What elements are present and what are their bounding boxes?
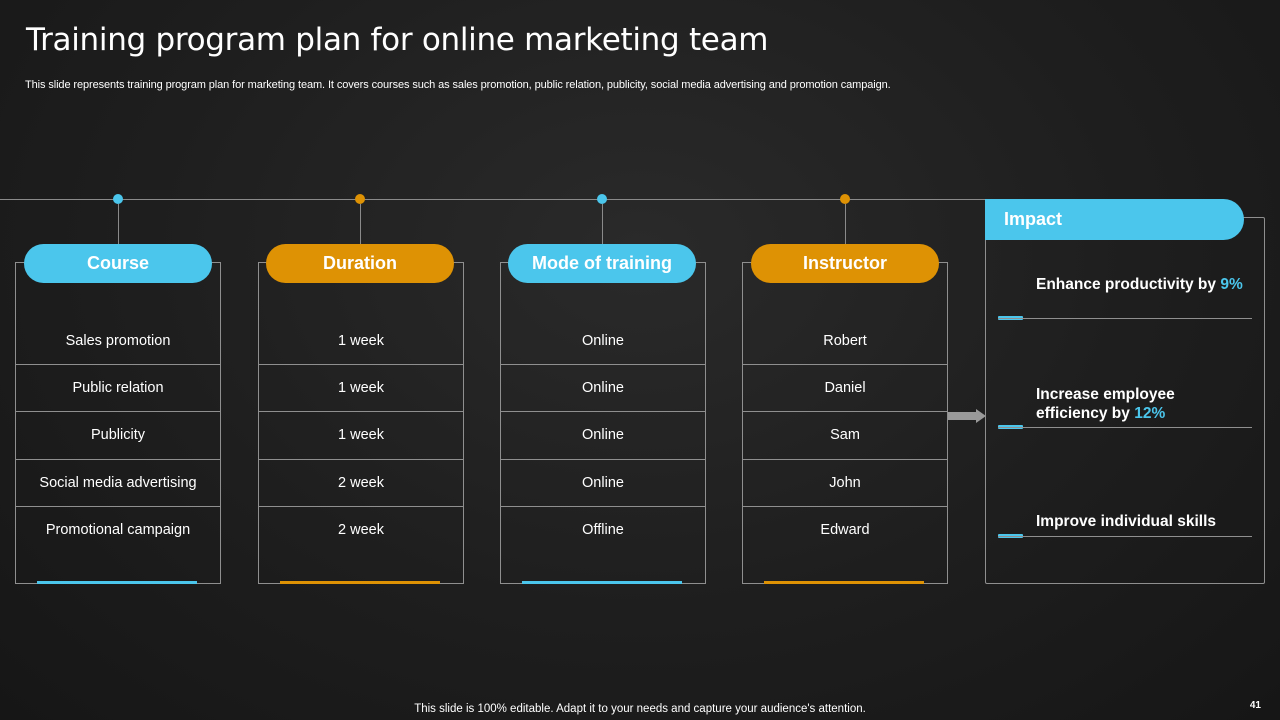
instructor-header: Instructor	[751, 244, 939, 283]
table-row: Online	[501, 460, 705, 507]
table-row: 1 week	[259, 365, 463, 413]
mode-header: Mode of training	[508, 244, 696, 283]
table-row: 1 week	[259, 412, 463, 460]
table-row: 2 week	[338, 522, 384, 539]
impact-item-highlight: 9%	[1220, 276, 1243, 293]
timeline-stem-instructor	[845, 204, 846, 244]
table-row: Promotional campaign	[45, 522, 191, 539]
timeline-dot-instructor	[840, 194, 850, 204]
mode-accent-bar	[522, 581, 682, 584]
table-row: Social media advertising	[16, 460, 220, 507]
instructor-column: Robert Daniel Sam John Edward	[742, 262, 948, 584]
timeline-stem-mode	[602, 204, 603, 244]
table-row: 1 week	[259, 318, 463, 366]
table-row: 2 week	[259, 460, 463, 507]
duration-accent-bar	[280, 581, 440, 584]
timeline-stem-duration	[360, 204, 361, 244]
mode-column: Online Online Online Online Offline	[500, 262, 706, 584]
table-row: John	[743, 460, 947, 507]
impact-item: Increase employee efficiency by 12%	[1036, 385, 1246, 423]
table-row: Sam	[743, 412, 947, 460]
table-row: Sales promotion	[16, 318, 220, 366]
course-header: Course	[24, 244, 212, 283]
table-row: Edward	[820, 522, 870, 539]
table-row: Public relation	[16, 365, 220, 413]
instructor-accent-bar	[764, 581, 924, 584]
slide-subtitle: This slide represents training program p…	[25, 79, 891, 91]
table-row: Online	[501, 318, 705, 366]
timeline-dot-mode	[597, 194, 607, 204]
page-number: 41	[1249, 700, 1261, 711]
impact-divider	[998, 318, 1252, 319]
timeline-line	[0, 199, 1000, 200]
table-row: Online	[501, 365, 705, 413]
table-row: Robert	[743, 318, 947, 366]
timeline-dot-course	[113, 194, 123, 204]
timeline-stem-course	[118, 204, 119, 244]
slide-title: Training program plan for online marketi…	[26, 22, 769, 58]
right-arrow-icon	[948, 409, 986, 423]
impact-item-text: Improve individual skills	[1036, 513, 1217, 530]
table-row: Offline	[582, 522, 624, 539]
duration-header: Duration	[266, 244, 454, 283]
impact-item-highlight: 12%	[1134, 405, 1166, 422]
table-row: Daniel	[743, 365, 947, 413]
impact-item-text: Enhance productivity by	[1036, 276, 1217, 293]
impact-item-text: Increase employee efficiency by	[1036, 386, 1175, 422]
course-accent-bar	[37, 581, 197, 584]
timeline-dot-duration	[355, 194, 365, 204]
impact-divider	[998, 536, 1252, 537]
table-row: Publicity	[16, 412, 220, 460]
impact-header: Impact	[985, 199, 1244, 240]
slide-footer: This slide is 100% editable. Adapt it to…	[414, 703, 866, 715]
impact-item: Enhance productivity by 9%	[1036, 275, 1246, 294]
duration-column: 1 week 1 week 1 week 2 week 2 week	[258, 262, 464, 584]
course-column: Sales promotion Public relation Publicit…	[15, 262, 221, 584]
impact-divider	[998, 427, 1252, 428]
impact-item: Improve individual skills	[1036, 512, 1246, 531]
table-row: Online	[501, 412, 705, 460]
